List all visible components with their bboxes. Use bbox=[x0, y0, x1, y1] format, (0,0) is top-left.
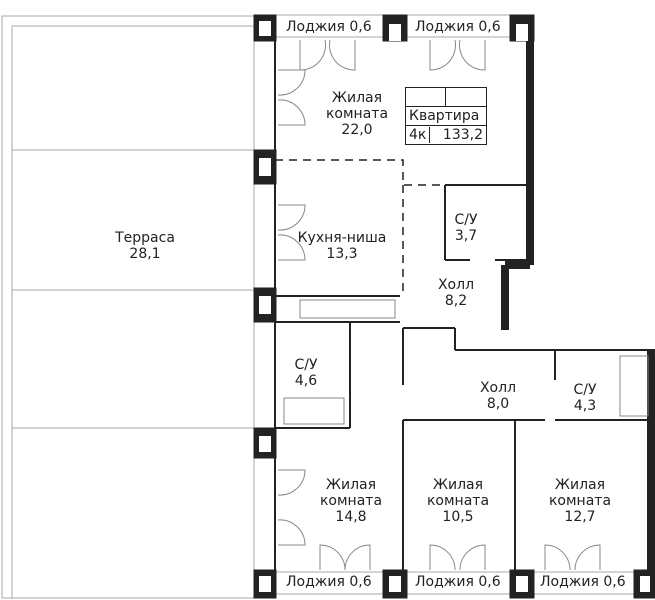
room-name: Жилая комната bbox=[548, 477, 612, 509]
room-name: Жилая комната bbox=[319, 477, 383, 509]
room-name: С/У bbox=[294, 357, 318, 373]
room-area: 10,5 bbox=[442, 509, 474, 525]
room-area: 14,8 bbox=[335, 509, 367, 525]
room-name: Холл bbox=[437, 277, 475, 293]
room-area: 28,1 bbox=[129, 246, 161, 262]
room-area: 13,3 bbox=[326, 246, 358, 262]
room-name: Кухня-ниша bbox=[297, 230, 387, 246]
loggia-label: Лоджия 0,6 bbox=[415, 19, 501, 35]
loggia-label: Лоджия 0,6 bbox=[286, 574, 372, 590]
loggia-label: Лоджия 0,6 bbox=[540, 574, 626, 590]
apartment-title: Квартира bbox=[409, 108, 480, 124]
loggia-label: Лоджия 0,6 bbox=[415, 574, 501, 590]
room-name: Жилая комната bbox=[325, 90, 389, 122]
loggia-label: Лоджия 0,6 bbox=[286, 19, 372, 35]
apartment-area: 133,2 bbox=[429, 127, 486, 143]
room-area: 8,0 bbox=[486, 396, 510, 412]
room-name: С/У bbox=[454, 212, 478, 228]
room-area: 4,6 bbox=[294, 373, 318, 389]
room-name: Холл bbox=[479, 380, 517, 396]
apartment-type: 4к bbox=[409, 127, 427, 143]
room-area: 22,0 bbox=[341, 122, 373, 138]
room-area: 8,2 bbox=[444, 293, 468, 309]
room-area: 3,7 bbox=[454, 228, 478, 244]
room-area: 12,7 bbox=[564, 509, 596, 525]
room-name: С/У bbox=[573, 382, 597, 398]
room-name: Терраса bbox=[115, 230, 175, 246]
room-area: 4,3 bbox=[573, 398, 597, 414]
room-name: Жилая комната bbox=[426, 477, 490, 509]
